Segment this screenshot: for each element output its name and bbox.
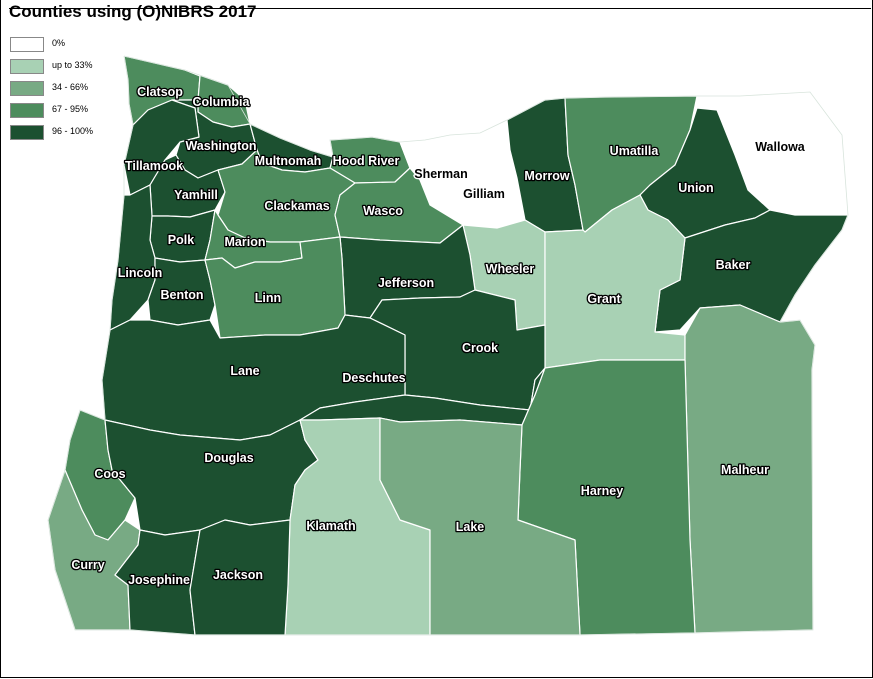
legend-swatch	[10, 59, 44, 74]
county-label-washington: Washington	[185, 139, 256, 153]
county-label-coos: Coos	[94, 467, 125, 481]
county-label-lane: Lane	[230, 364, 259, 378]
state-outline	[47, 55, 849, 636]
county-label-clatsop: Clatsop	[137, 85, 183, 99]
county-label-tillamook: Tillamook	[125, 159, 183, 173]
county-label-curry: Curry	[71, 558, 104, 572]
county-douglas	[104, 419, 319, 536]
county-label-wasco: Wasco	[363, 204, 403, 218]
county-label-harney: Harney	[581, 484, 623, 498]
legend-swatch	[10, 81, 44, 96]
county-label-wheeler: Wheeler	[486, 262, 535, 276]
county-label-baker: Baker	[716, 258, 751, 272]
county-label-sherman: Sherman	[414, 167, 468, 181]
county-tillamook	[123, 99, 200, 196]
county-label-wallowa: Wallowa	[755, 140, 806, 154]
county-label-deschutes: Deschutes	[342, 371, 405, 385]
legend-swatch	[10, 37, 44, 52]
county-label-lake: Lake	[456, 520, 485, 534]
title-rule	[9, 8, 871, 9]
legend-label: 67 - 95%	[52, 104, 89, 114]
county-jackson	[189, 519, 291, 636]
county-label-yamhill: Yamhill	[174, 188, 218, 202]
legend-label: up to 33%	[52, 60, 93, 70]
county-label-multnomah: Multnomah	[255, 154, 322, 168]
county-linn	[204, 236, 346, 339]
county-label-lincoln: Lincoln	[118, 266, 162, 280]
legend-label: 96 - 100%	[52, 126, 94, 136]
county-label-grant: Grant	[587, 292, 621, 306]
county-label-clackamas: Clackamas	[264, 199, 329, 213]
county-label-jefferson: Jefferson	[378, 276, 434, 290]
county-lake	[379, 417, 581, 636]
county-label-benton: Benton	[160, 288, 203, 302]
county-label-crook: Crook	[462, 341, 498, 355]
county-label-polk: Polk	[168, 233, 194, 247]
county-label-morrow: Morrow	[524, 169, 569, 183]
county-label-marion: Marion	[225, 235, 266, 249]
county-label-josephine: Josephine	[128, 573, 190, 587]
county-label-columbia: Columbia	[193, 95, 251, 109]
county-label-klamath: Klamath	[306, 519, 355, 533]
legend-label: 34 - 66%	[52, 82, 89, 92]
county-label-douglas: Douglas	[204, 451, 253, 465]
county-label-gilliam: Gilliam	[463, 187, 505, 201]
map-title: Counties using (O)NIBRS 2017	[9, 2, 257, 21]
legend-swatch	[10, 103, 44, 118]
county-label-jackson: Jackson	[213, 568, 263, 582]
county-label-hood-river: Hood River	[333, 154, 400, 168]
legend-label: 0%	[52, 38, 66, 48]
county-label-malheur: Malheur	[721, 463, 769, 477]
county-label-union: Union	[678, 181, 713, 195]
county-label-umatilla: Umatilla	[610, 144, 660, 158]
county-label-linn: Linn	[255, 291, 281, 305]
legend-swatch	[10, 125, 44, 140]
